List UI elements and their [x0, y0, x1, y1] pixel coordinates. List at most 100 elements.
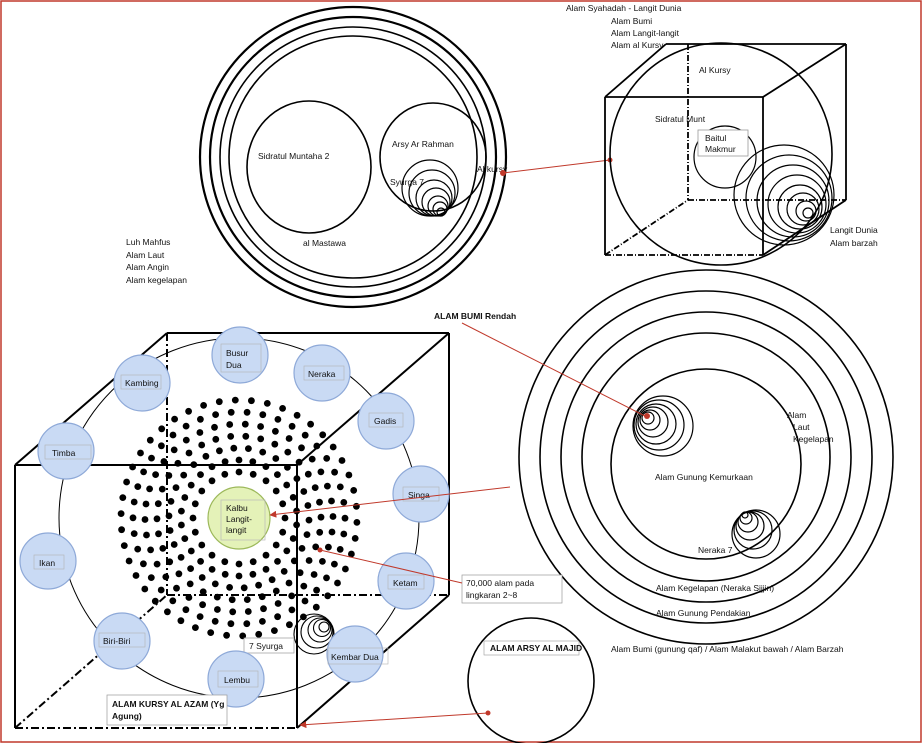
dot: [227, 433, 235, 440]
dot: [274, 471, 281, 478]
dot: [169, 431, 177, 439]
dot: [259, 411, 267, 419]
syahadah-title-4: Alam al Kursy: [611, 40, 664, 50]
zodiac-lembu: Lembu: [207, 650, 265, 708]
dot: [317, 513, 325, 521]
dot: [353, 502, 360, 510]
dot: [345, 471, 353, 479]
dot: [143, 531, 150, 539]
dot: [165, 512, 173, 520]
dot: [186, 580, 194, 588]
zodiac-kambing: Kambing: [113, 354, 171, 412]
dot: [319, 558, 326, 565]
dot: [199, 588, 207, 596]
dot: [185, 594, 193, 601]
dot: [268, 576, 276, 584]
kalbu-label-3: langit: [226, 525, 247, 535]
kemurkaan-dot: [644, 413, 650, 419]
dot: [221, 458, 229, 466]
dot: [213, 593, 221, 601]
dot: [180, 471, 188, 479]
dot: [258, 593, 266, 601]
dot: [257, 435, 265, 443]
dot: [283, 481, 291, 489]
dot: [200, 402, 208, 409]
dot: [293, 507, 300, 515]
pendakian-label: Alam Gunung Pendakian: [656, 608, 751, 618]
langit-circle: [786, 192, 820, 226]
dot: [166, 527, 174, 534]
dot: [199, 601, 207, 609]
dot: [272, 487, 280, 495]
dot: [272, 455, 280, 462]
kalbu-label-1: Kalbu: [226, 503, 248, 513]
kursy-cube: Kalbu Langit- langit 7 Syurga Kambing Bu…: [14, 326, 450, 729]
dot: [348, 550, 355, 558]
dot: [129, 463, 137, 471]
syurga7-box: [243, 637, 295, 654]
dot: [242, 432, 250, 440]
zodiac-label-busur: Busur: [226, 348, 248, 358]
dot: [262, 477, 270, 485]
dot: [313, 586, 320, 594]
dot: [192, 624, 199, 631]
dot: [328, 528, 336, 536]
dot: [215, 398, 223, 406]
dot: [285, 579, 293, 587]
dot: [153, 560, 161, 568]
dot: [148, 454, 155, 462]
dot: [351, 535, 359, 542]
laut-label-2: Laut: [793, 422, 810, 432]
dot: [329, 443, 337, 451]
dot: [185, 449, 193, 457]
sidratul-short-label: Sidratul Munt: [655, 114, 706, 124]
al-kursy-label: Al kursy: [477, 164, 508, 174]
kursy-caption-1: ALAM KURSY AL AZAM (Yg: [112, 699, 224, 709]
dot: [331, 468, 338, 476]
dot: [153, 515, 161, 523]
dot: [118, 526, 125, 534]
dot: [208, 566, 216, 573]
dot: [235, 560, 243, 568]
zodiac-label-timba: Timba: [52, 448, 76, 458]
dot: [300, 488, 308, 495]
kemurkaan-circle: [637, 406, 669, 438]
dot: [187, 565, 195, 572]
dot: [289, 494, 297, 501]
dot: [151, 597, 159, 605]
sidratul-circle: [246, 100, 372, 234]
dot: [154, 500, 162, 508]
dot: [158, 485, 166, 493]
langit-circle: [802, 207, 814, 219]
dot: [288, 592, 296, 600]
callout-line-2: lingkaran 2~8: [466, 590, 518, 600]
langit-circle: [756, 164, 830, 238]
dot: [226, 421, 234, 428]
kemurkaan-circle: [639, 409, 661, 431]
kalbu-box: [220, 499, 266, 541]
dot: [305, 557, 313, 564]
al-kursy-cube-label: Al Kursy: [699, 65, 731, 75]
dot: [221, 470, 229, 478]
kemurkaan-circle: [633, 399, 685, 451]
dot: [120, 542, 128, 549]
langit-circle: [795, 200, 817, 222]
baitul-label-2: Makmur: [705, 144, 736, 154]
syurga-circle: [436, 207, 446, 217]
arsy-circle-group: Sidratul Muntaha 2 Arsy Ar Rahman Syurga…: [198, 5, 508, 309]
dot: [208, 463, 216, 471]
dot: [162, 573, 170, 581]
cube-edge-dashed: [604, 199, 689, 256]
dot: [159, 545, 167, 552]
neraka-circle: [741, 511, 749, 519]
dot: [340, 530, 348, 538]
dot: [334, 579, 341, 587]
connector-callout: [319, 549, 463, 584]
syurga7-circle: [307, 617, 333, 643]
zodiac-label-ikan: Ikan: [39, 558, 55, 568]
dot: [208, 551, 216, 559]
dot: [243, 620, 251, 628]
dot: [271, 440, 279, 448]
dot: [147, 546, 155, 554]
